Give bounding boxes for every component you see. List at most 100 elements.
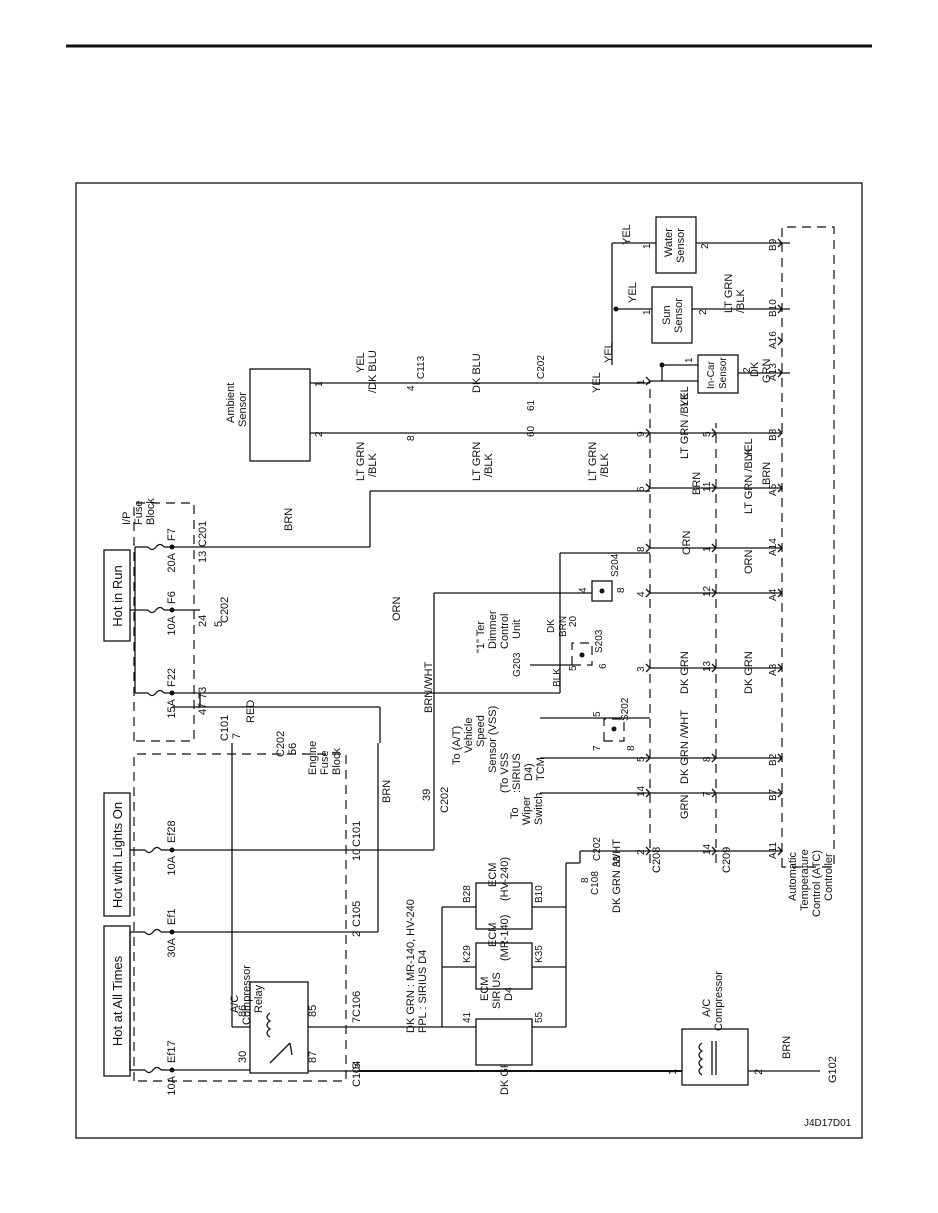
c208-pin-label: 3 — [636, 666, 647, 672]
atc-pin-label: B8 — [768, 428, 779, 441]
fuse-ef17-rating: 10A — [166, 1075, 178, 1095]
wire-lt-grn-blk-2a: LT GRN — [471, 442, 483, 481]
atc-pin-label: B7 — [768, 788, 779, 801]
atc-pin-mark — [777, 753, 783, 763]
c209-pin-label: 13 — [702, 660, 713, 672]
connector-c202-e: C202 — [536, 355, 547, 379]
fuse-f6-rating: 10A — [166, 615, 178, 635]
pin-s204-4: 4 — [578, 587, 589, 593]
ip-fuse-block-label-1: I/P — [121, 512, 133, 525]
c209-wire-label: YEL — [743, 438, 755, 459]
connector-c108: C108 — [590, 871, 601, 895]
pin-5: 5 — [213, 621, 225, 627]
incar-pin-1: 1 — [684, 357, 695, 363]
c209-wire-label: ORN — [743, 550, 755, 575]
wire-brn-mid: BRN — [381, 780, 393, 803]
diagram-code: J4D17D01 — [804, 1118, 852, 1129]
ambient-sensor — [249, 368, 650, 462]
pin-s203-20: 20 — [568, 615, 579, 627]
atc-label-3: Control (ATC) — [811, 850, 823, 917]
wire-dk-blu: DK BLU — [471, 353, 483, 393]
dest-vss-alt-1: (To VSS — [499, 753, 511, 793]
diagram-frame — [75, 182, 863, 1139]
atc-pin-label: A5 — [768, 483, 779, 496]
compressor-pin-1: 1 — [667, 1069, 679, 1075]
atc-pin-label: A4 — [768, 588, 779, 601]
wire-brn-c208: BRN — [691, 472, 703, 495]
relay-label-3: Relay — [253, 984, 265, 1013]
atc-pin-label: A16 — [768, 331, 779, 349]
sun-sensor-label-1: Sun — [661, 305, 673, 325]
atc-pin-mark — [777, 663, 783, 673]
label-hot-in-run: Hot in Run — [110, 565, 125, 626]
c208-wire-label: YEL — [679, 386, 691, 407]
fuse-ef28-rating: 10A — [166, 855, 178, 875]
ip-fuse-block-outline — [133, 502, 195, 742]
engine-fuse-block-label-3: Block — [331, 748, 343, 775]
c209-pin-label: 8 — [702, 756, 713, 762]
ground-g102: G102 — [827, 1056, 839, 1083]
connector-c106: C106 — [351, 991, 363, 1017]
atc-pin-mark — [777, 543, 783, 553]
label-hot-with-lights-on: Hot with Lights On — [110, 802, 125, 908]
sun-sensor-label-2: Sensor — [673, 298, 685, 333]
ecm-sirius-label-1: ECM — [479, 977, 491, 1001]
fuse-f22-rating: 15A — [166, 698, 178, 718]
water-pin-1: 1 — [642, 243, 653, 249]
pin-c104: 5 — [351, 1063, 363, 1069]
relay-pin-87: 87 — [307, 1051, 319, 1063]
dest-vss-4: Sensor (VSS) — [487, 706, 499, 773]
c208-wire-label: DK GRN — [679, 651, 691, 694]
ambient-sensor-label-2: Sensor — [237, 392, 249, 427]
c208-pin-label: 4 — [636, 591, 647, 597]
atc-pin-label: A14 — [768, 538, 779, 556]
connector-c202-c: C202 — [439, 787, 451, 813]
fuse-ef28-label: Ef28 — [166, 820, 178, 843]
connector-c209: C209 — [721, 847, 733, 873]
splice-s203: S203 — [594, 629, 605, 653]
compressor-label-1: A/C — [701, 999, 713, 1017]
c208-pin-label: 8 — [636, 546, 647, 552]
wire-lt-grn-blk-3b: /BLK — [599, 452, 611, 477]
pin-c101-top: 7 — [231, 733, 243, 739]
sun-wire-in: YEL — [627, 282, 639, 303]
wire-yel-dk-blu-2: /DK BLU — [367, 350, 379, 393]
relay-pin-85: 85 — [307, 1005, 319, 1017]
sun-wire-out-2: /BLK — [735, 288, 747, 313]
atc-label-1: Automatic — [787, 852, 799, 901]
dest-vss-alt-4: TCM — [535, 757, 547, 781]
pin-s202-5: 5 — [592, 711, 603, 717]
ecm-sirius-label-2: SIRIUS — [491, 972, 503, 1009]
ecm-sirius-pin-out: 55 — [534, 1011, 545, 1023]
sensor-group — [611, 216, 790, 394]
wire-lt-grn-blk-1a: LT GRN — [355, 442, 367, 481]
atc-pin-mark — [777, 588, 783, 598]
c209-pin-label: 12 — [702, 585, 713, 597]
pin-c202-61: 61 — [526, 399, 537, 411]
wire-orn-c208: ORN — [681, 531, 693, 556]
atc-pin-mark — [777, 428, 783, 438]
atc-pin-label: A3 — [768, 663, 779, 676]
connector-c202-b: C202 — [275, 731, 287, 757]
dest-dimmer-1: "1" Ter — [475, 621, 487, 653]
destinations — [540, 717, 650, 794]
c209-pin-label: 14 — [702, 843, 713, 855]
ecm-group — [441, 862, 580, 1066]
pin-39: 39 — [421, 789, 433, 801]
pin-c202-60: 60 — [526, 425, 537, 437]
power-hot-in-run: Hot in Run — [103, 549, 131, 642]
c208-wire-label: DK GRN /WHT — [679, 710, 691, 784]
connector-c113: C113 — [416, 355, 427, 379]
engine-fuse-block-label-2: Fuse — [319, 751, 331, 775]
atc-pin-label: A13 — [768, 363, 779, 381]
water-pin-2: 2 — [700, 243, 711, 249]
atc-pin-mark — [777, 846, 783, 856]
splice-s204: S204 — [610, 553, 621, 577]
wire-yel-dk-blu-1: YEL — [355, 352, 367, 373]
fuse-f22-label: F22 — [166, 668, 178, 687]
wire-brn-c209: BRN — [761, 462, 773, 485]
dest-wiper-2: Wiper — [521, 796, 533, 825]
atc-label-2: Temperature — [799, 849, 811, 911]
fuse-f7-rating: 20A — [166, 552, 178, 572]
c208-pin-label: 1 — [636, 379, 647, 385]
